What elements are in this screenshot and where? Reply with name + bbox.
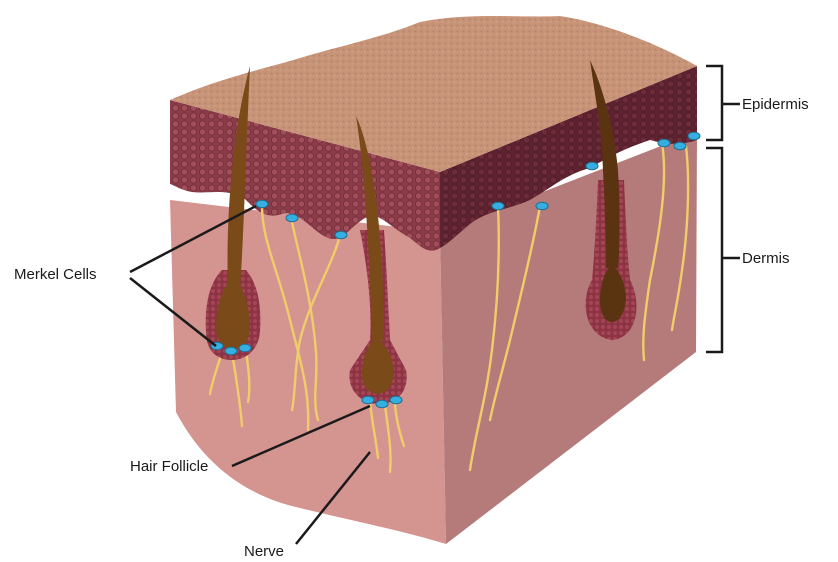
label-hair-follicle: Hair Follicle: [130, 458, 208, 475]
label-merkel-cells: Merkel Cells: [14, 266, 97, 283]
label-nerve: Nerve: [244, 543, 284, 560]
epidermis-bracket: [706, 66, 740, 140]
label-dermis: Dermis: [742, 250, 790, 267]
dermis-bracket: [706, 148, 740, 352]
label-epidermis: Epidermis: [742, 96, 809, 113]
